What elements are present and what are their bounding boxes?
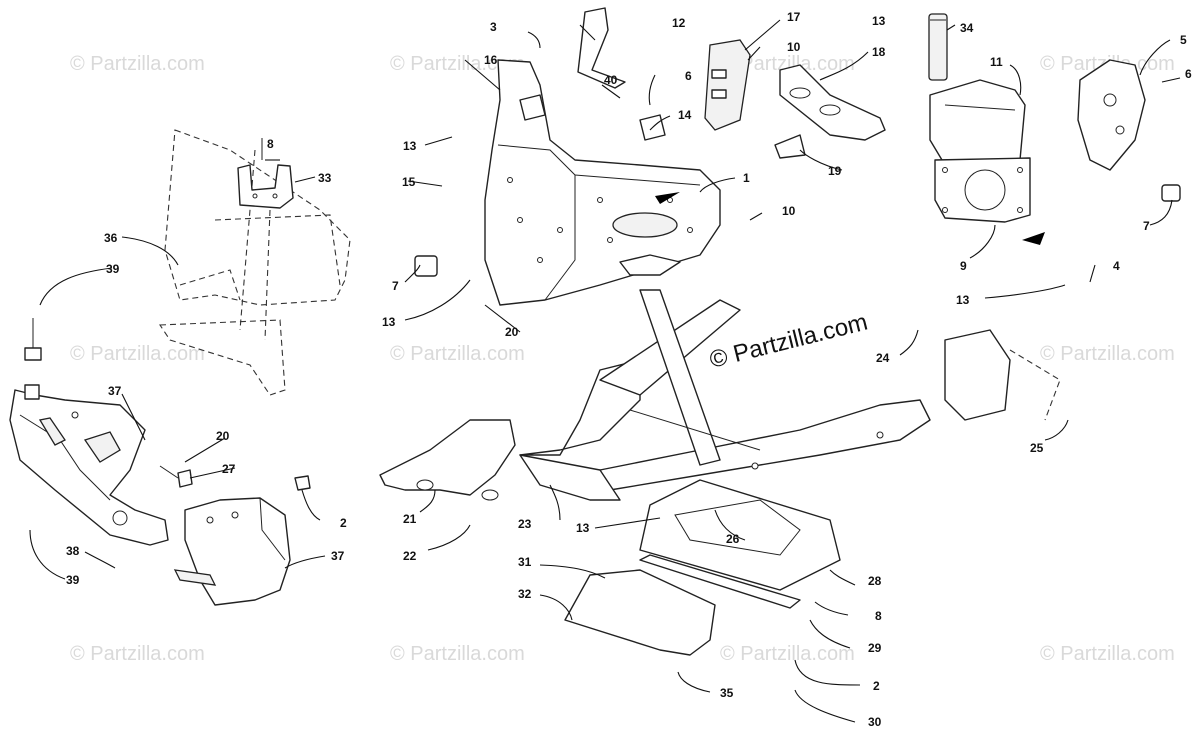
callout-15: 15	[402, 175, 416, 189]
callout-32: 32	[518, 587, 532, 601]
callout-2: 2	[873, 679, 880, 693]
callout-1: 1	[743, 171, 750, 185]
watermark: © Partzilla.com	[70, 643, 205, 665]
callout-4: 4	[1113, 259, 1120, 273]
callout-14: 14	[678, 108, 692, 122]
callout-39: 39	[66, 573, 80, 587]
callout-13: 13	[872, 14, 886, 28]
watermark: © Partzilla.com	[1040, 343, 1175, 365]
callout-36: 36	[104, 231, 118, 245]
watermark: © Partzilla.com	[390, 53, 525, 75]
bracket-18	[779, 64, 886, 141]
direction-arrow	[1022, 232, 1045, 245]
callout-28: 28	[868, 574, 882, 588]
hose-34	[928, 13, 948, 81]
duct-11	[929, 79, 1026, 171]
callout-8: 8	[875, 609, 882, 623]
bracket-5	[1077, 59, 1146, 171]
callout-22: 22	[403, 549, 417, 563]
skid-plate-28	[639, 479, 841, 591]
callout-6: 6	[685, 69, 692, 83]
callout-19: 19	[828, 164, 842, 178]
callout-20: 20	[505, 325, 519, 339]
bracket-21	[379, 419, 516, 501]
callout-37: 37	[331, 549, 345, 563]
bulkhead-1	[484, 59, 721, 306]
frame-23	[519, 289, 931, 501]
callout-10: 10	[782, 204, 796, 218]
callout-10: 10	[787, 40, 801, 54]
guard-32	[564, 569, 716, 656]
callout-23: 23	[518, 517, 532, 531]
left-bulkhead-ghost	[158, 129, 351, 396]
watermark: © Partzilla.com	[390, 643, 525, 665]
callout-5: 5	[1180, 33, 1187, 47]
callout-13: 13	[382, 315, 396, 329]
callout-8: 8	[267, 137, 274, 151]
pedal-12	[577, 7, 626, 89]
callout-37: 37	[108, 384, 122, 398]
callout-13: 13	[956, 293, 970, 307]
callout-40: 40	[604, 73, 618, 87]
callout-12: 12	[672, 16, 686, 30]
callout-3: 3	[490, 20, 497, 34]
bracket-37-right	[159, 465, 311, 606]
pedal-block-17	[704, 39, 751, 131]
callout-30: 30	[868, 715, 882, 729]
callout-7: 7	[392, 279, 399, 293]
plate-9	[934, 157, 1031, 223]
callout-13: 13	[576, 521, 590, 535]
watermark: © Partzilla.com	[720, 643, 855, 665]
bumper-7-center	[414, 255, 438, 277]
bracket-33	[237, 138, 294, 209]
callout-18: 18	[872, 45, 886, 59]
callout-labels: 1 2 2 3 4 5 6 6 7 7 8 8 9 10 10 11 12 13…	[66, 10, 1192, 729]
callout-26: 26	[726, 532, 740, 546]
callout-2: 2	[340, 516, 347, 530]
callout-35: 35	[720, 686, 734, 700]
callout-33: 33	[318, 171, 332, 185]
callout-31: 31	[518, 555, 532, 569]
leader-lines	[29, 19, 1181, 723]
bumper-7-right	[1161, 184, 1181, 202]
callout-16: 16	[484, 53, 498, 67]
watermark: © Partzilla.com	[720, 53, 855, 75]
callout-7: 7	[1143, 219, 1150, 233]
copyright-label: © Partzilla.com	[707, 309, 870, 374]
mount-24	[944, 329, 1061, 421]
callout-17: 17	[787, 10, 801, 24]
callout-29: 29	[868, 641, 882, 655]
callout-38: 38	[66, 544, 80, 558]
callout-20: 20	[216, 429, 230, 443]
plate-29	[639, 554, 801, 609]
callout-25: 25	[1030, 441, 1044, 455]
callout-27: 27	[222, 462, 236, 476]
watermark: © Partzilla.com	[70, 53, 205, 75]
watermark: © Partzilla.com	[390, 343, 525, 365]
callout-9: 9	[960, 259, 967, 273]
bracket-19	[774, 134, 806, 159]
callout-11: 11	[990, 55, 1003, 69]
bracket-37-left	[9, 318, 169, 546]
watermark: © Partzilla.com	[1040, 643, 1175, 665]
watermark: © Partzilla.com	[70, 343, 205, 365]
callout-6: 6	[1185, 67, 1192, 81]
callout-34: 34	[960, 21, 974, 35]
callout-13: 13	[403, 139, 417, 153]
callout-21: 21	[403, 512, 417, 526]
callout-39: 39	[106, 262, 120, 276]
callout-24: 24	[876, 351, 890, 365]
